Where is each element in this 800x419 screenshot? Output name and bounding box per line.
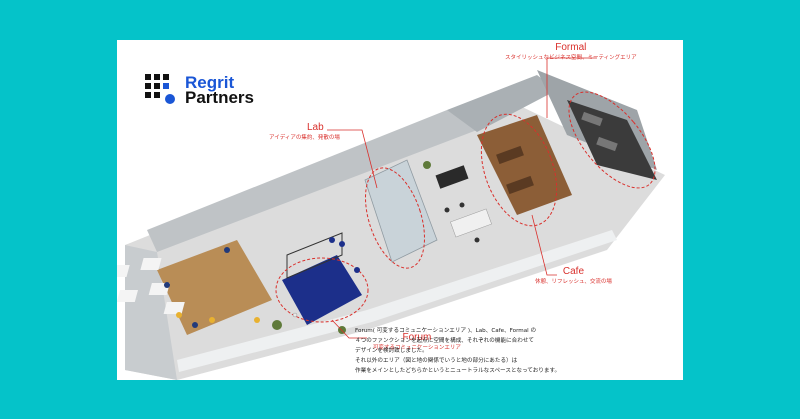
chair [292,312,298,318]
logo-mark-icon [145,74,175,104]
caption-line: ４つのファンクションを起点に空間を構成、それぞれの機能に合わせて [355,338,535,344]
formal-table [581,111,603,127]
logo-line-1: Regrit [185,73,235,92]
chair [474,237,480,243]
cafe-leader-line [531,214,557,276]
back-wall [147,110,477,252]
cafe-highlight [480,113,558,227]
caption-line: 作業をメインとしたどちらかというとニュートラルなスペースとなっております。 [355,368,561,374]
lab-highlight [365,167,425,269]
chair [329,237,335,243]
zone-lab-description: アイディアの集約、発散の場 [269,135,340,141]
zone-formal-description: スタイリッシュなビジネス空間、ミーティングエリア [505,55,637,61]
zone-lab-title: Lab [307,122,324,133]
table [450,208,492,238]
forum-highlight [275,257,369,323]
chair [176,312,182,318]
forum-frame [286,232,343,279]
zone-formal-title: Formal [555,42,587,53]
chair [209,317,215,323]
description-caption: Forum( 可変するコミュニケーションエリア )、Lab、Cafe、Forma… [355,326,675,376]
desk [163,302,185,314]
cafe-floor [477,115,572,215]
formal-leader-line [546,57,597,118]
chair [339,241,345,247]
chair [192,322,198,328]
caption-line: Forum( 可変するコミュニケーションエリア )、Lab、Cafe、Forma… [355,328,537,334]
company-logo: Regrit Partners [145,74,254,106]
zone-forum-title: Forum [402,332,432,343]
floorplan-card: Regrit Partners Formal スタイリッシュなビジネス空間、ミー… [117,40,683,380]
plant [423,161,431,169]
cafe-table [506,175,534,195]
chair [224,247,230,253]
desk [117,265,130,277]
forum-leader-line [331,319,367,339]
zone-formal-label: Formal スタイリッシュなビジネス空間、ミーティングエリア [505,42,637,61]
chair [164,282,170,288]
formal-table [596,136,618,152]
zone-forum-description: 可変するコミュニケーションエリア [373,345,461,351]
lab-leader-line [327,129,378,189]
front-ledge [177,230,617,372]
back-wall-core [447,75,557,132]
chair [459,202,465,208]
chair [354,267,360,273]
zone-forum-label: Forum 可変するコミュニケーションエリア [373,332,461,351]
chair [254,317,260,323]
office-floorplan-illustration [117,57,665,380]
logo-wordmark: Regrit Partners [185,73,254,107]
side-wall [125,245,177,380]
desk [140,258,162,270]
caption-line: それ以外のエリア（図と地の関係でいうと地の部分にあたる）は [355,358,518,364]
table [435,165,469,189]
zone-cafe-description: 休憩、リフレッシュ、交流の場 [535,279,612,285]
caption-line: デザインを検討致しました。 [355,348,428,354]
zone-lab-label: Lab アイディアの集約、発散の場 [269,122,340,141]
desk [117,290,139,302]
zone-cafe-label: Cafe 休憩、リフレッシュ、交流の場 [535,266,612,285]
forum-stage [282,255,362,325]
zone-cafe-title: Cafe [562,266,585,277]
logo-line-2: Partners [185,88,254,107]
chair [444,207,450,213]
lab-glass-room [364,159,438,263]
work-area-floor [157,240,272,335]
plant [272,320,282,330]
cafe-table [496,145,524,165]
